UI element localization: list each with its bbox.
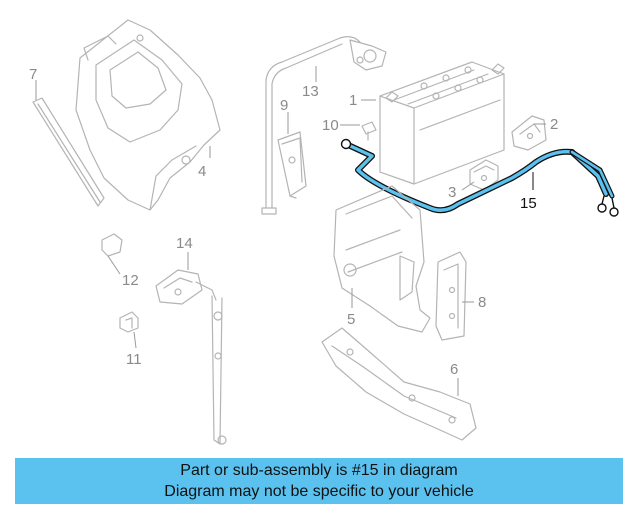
part-11-clip <box>119 311 139 333</box>
callout-2: 2 <box>550 116 558 133</box>
callout-8: 8 <box>478 294 486 311</box>
callout-9: 9 <box>280 97 288 114</box>
callout-6: 6 <box>450 361 458 378</box>
part-13-cable <box>261 36 387 215</box>
part-6-lower-bracket <box>321 327 477 441</box>
callout-11: 11 <box>126 351 142 368</box>
callout-13: 13 <box>302 83 319 100</box>
callout-1: 1 <box>349 92 357 109</box>
callout-14: 14 <box>176 235 193 252</box>
part-1-battery <box>379 61 505 185</box>
part-9-bracket <box>277 131 307 199</box>
callout-7: 7 <box>29 66 37 83</box>
callout-12: 12 <box>122 272 139 289</box>
callout-3: 3 <box>448 184 456 201</box>
part-2-clamp <box>511 115 547 151</box>
part-5-panel <box>333 185 431 333</box>
part-3-bracket <box>469 159 499 191</box>
part-12-14-clamp-rod <box>155 269 227 445</box>
callout-15: 15 <box>520 195 537 212</box>
part-15-battery-cable <box>340 138 619 217</box>
banner-line-2: Diagram may not be specific to your vehi… <box>164 483 474 500</box>
part-12-clip <box>101 233 123 257</box>
callout-5: 5 <box>347 311 355 328</box>
info-banner: Part or sub-assembly is #15 in diagram D… <box>15 458 623 504</box>
banner-line-1: Part or sub-assembly is #15 in diagram <box>180 462 458 479</box>
parts-diagram: 7 4 13 9 1 10 2 3 15 5 8 6 14 12 11 <box>29 19 619 445</box>
part-10-bolt <box>361 121 377 141</box>
callout-10: 10 <box>322 117 339 134</box>
leader-lines <box>35 66 546 396</box>
part-4-support-bracket <box>75 19 221 211</box>
part-7-trim-strip <box>32 97 105 207</box>
part-8-bracket <box>435 251 467 341</box>
callout-4: 4 <box>198 163 206 180</box>
